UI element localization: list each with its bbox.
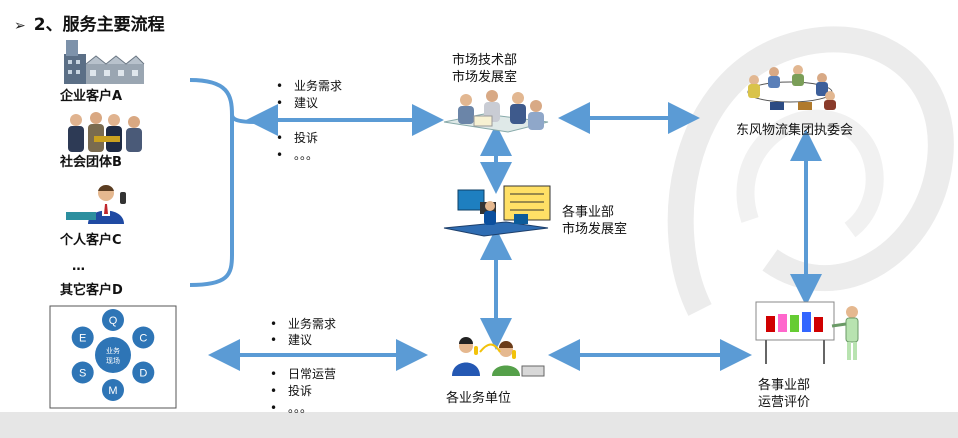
- chart-bar: [802, 312, 811, 332]
- request-bullet-top-4: •。。。: [276, 148, 319, 162]
- qcdmse-letter-q: Q: [109, 315, 118, 327]
- division-market-label-1: 各事业部: [562, 205, 615, 220]
- background-swirl-decoration: [667, 26, 954, 316]
- qcdmse-letter-s: S: [79, 368, 86, 380]
- operations-eval-label-2: 运营评价: [758, 395, 811, 410]
- customer-brace-point: [230, 114, 256, 124]
- qcdmse-letter-d: D: [139, 368, 147, 380]
- chart-bars: [766, 312, 823, 332]
- request-bullet-bottom-5: •。。。: [270, 401, 313, 415]
- market-dept-label-2: 市场发展室: [452, 70, 518, 85]
- qcdmse-center-label: 现场: [106, 356, 120, 365]
- customer-d-label: 其它客户D: [60, 283, 123, 298]
- request-bullet-bottom-3: •日常运营: [270, 367, 337, 381]
- qcdmse-center-circle: [95, 337, 131, 373]
- chart-bar: [778, 314, 787, 332]
- request-bullet-top-1: •业务需求: [276, 79, 343, 93]
- office-workstation-icon: [443, 185, 551, 237]
- chart-bar: [766, 316, 775, 332]
- business-group-icon: [68, 112, 142, 152]
- business-units-label: 各业务单位: [446, 391, 512, 406]
- request-bullet-top-2: •建议: [276, 96, 319, 110]
- qcdmse-node-q: [102, 309, 124, 331]
- qcdmse-node-d: [132, 361, 155, 384]
- chart-bar: [790, 315, 799, 332]
- presentation-chart-icon: [755, 301, 859, 364]
- page-title: ➢2、服务主要流程: [14, 15, 165, 35]
- request-bullet-bottom-1: •业务需求: [270, 317, 337, 331]
- chart-bar: [814, 317, 823, 332]
- chevron-right-icon: ➢: [14, 18, 26, 34]
- qcdmse-node-c: [132, 326, 155, 349]
- person-on-phone-icon: [66, 184, 126, 224]
- request-bullet-top-3: •投诉: [276, 131, 319, 145]
- division-market-label-2: 市场发展室: [562, 222, 628, 237]
- customer-ellipsis: …: [72, 259, 85, 274]
- request-bullet-bottom-4: •投诉: [270, 384, 313, 398]
- footer-band: [0, 412, 958, 438]
- request-bullet-bottom-2: •建议: [270, 333, 313, 347]
- phone-call-icon: [452, 337, 545, 377]
- qcdmse-node-e: [71, 326, 94, 349]
- customer-b-label: 社会团体B: [60, 155, 122, 170]
- qcdmse-center-label: 业务: [106, 346, 120, 355]
- customer-c-label: 个人客户C: [60, 233, 122, 248]
- customer-a-label: 企业客户A: [60, 89, 123, 104]
- qcdmse-letter-m: M: [108, 385, 117, 397]
- operations-eval-label-1: 各事业部: [758, 378, 811, 393]
- qcdmse-letter-e: E: [79, 333, 86, 345]
- market-dept-label-1: 市场技术部: [452, 53, 518, 68]
- customer-brace: [189, 78, 234, 287]
- qcdmse-node-m: [102, 379, 124, 401]
- boardroom-meeting-icon: [747, 65, 836, 110]
- committee-label: 东风物流集团执委会: [736, 123, 854, 138]
- qcdmse-letter-c: C: [139, 333, 147, 345]
- building-icon: [64, 40, 145, 84]
- team-analysis-icon: [443, 90, 549, 133]
- qcdmse-node-s: [71, 361, 94, 384]
